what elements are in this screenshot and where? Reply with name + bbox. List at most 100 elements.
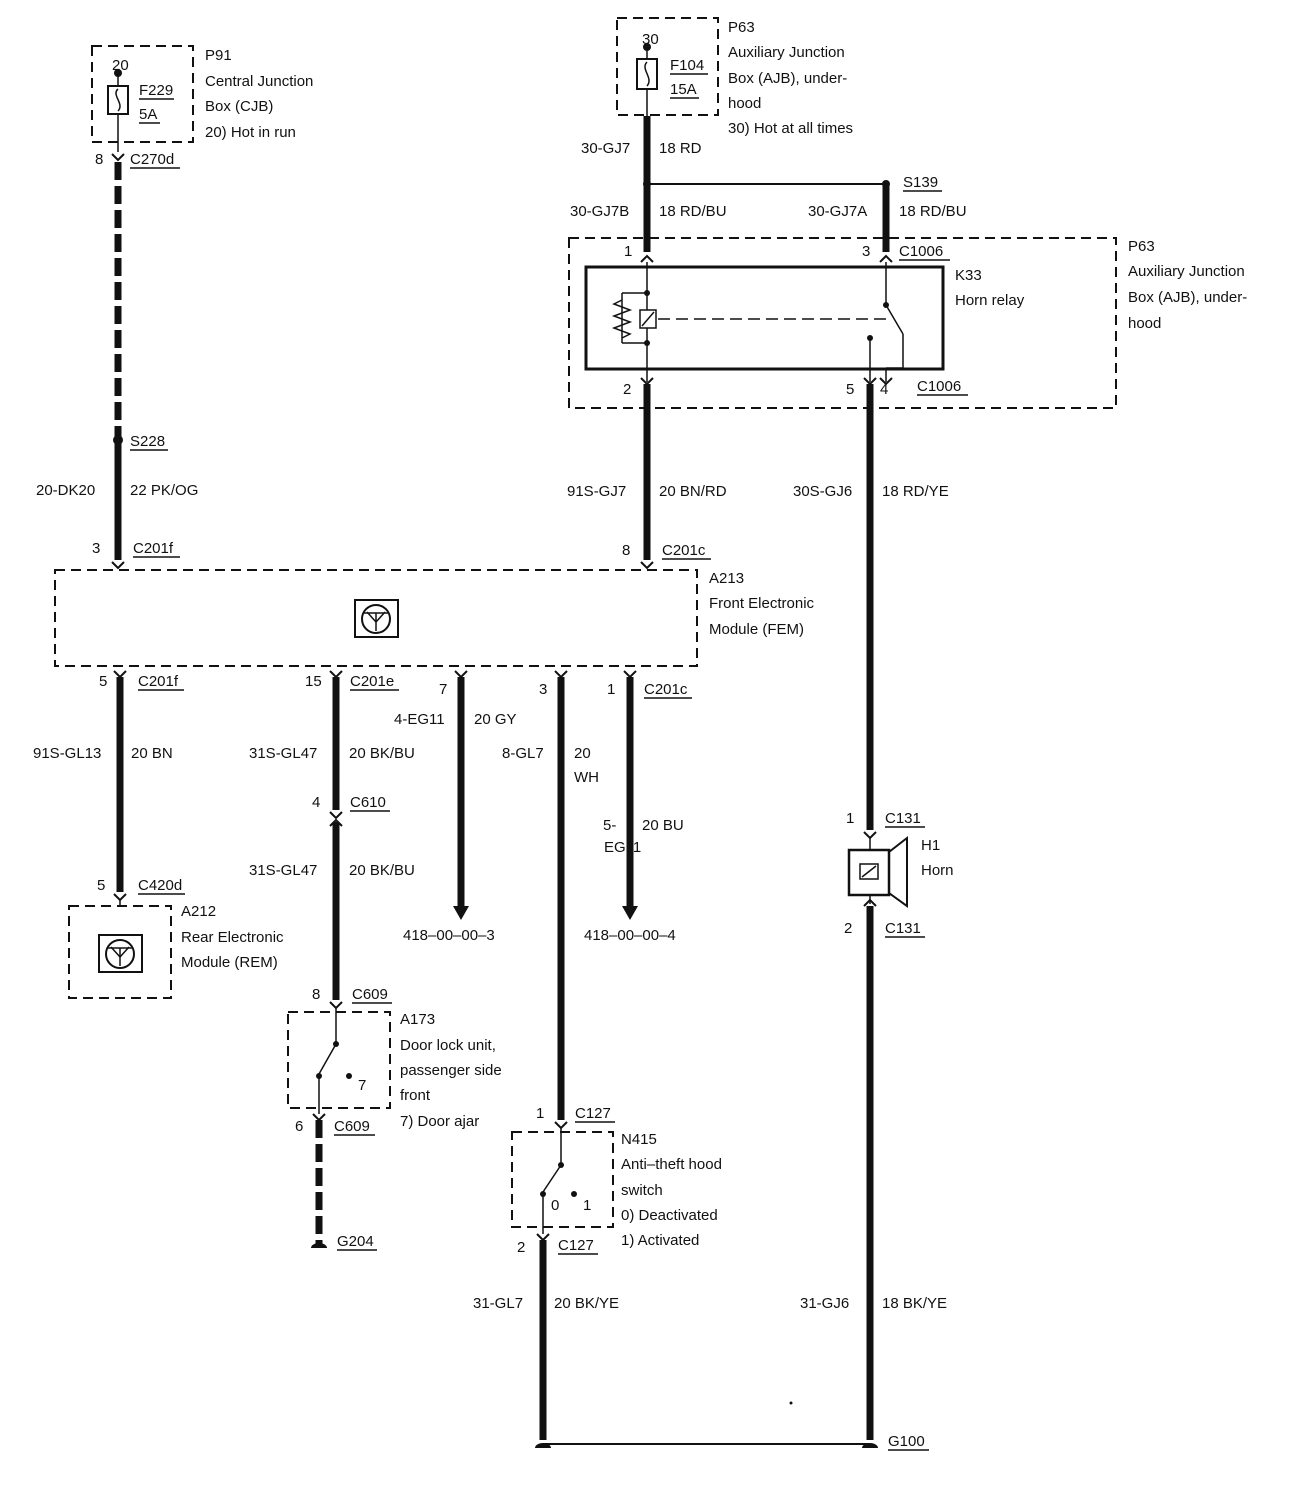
- p91-pin: 20: [112, 57, 129, 74]
- fuse-element: [115, 88, 121, 112]
- connector-c131-in: 1 C131: [846, 810, 925, 840]
- c1006-pin-2: 2: [623, 381, 631, 398]
- fem-pin-7: 7: [439, 681, 447, 698]
- arrow-418-3-icon: [453, 906, 469, 920]
- c270d-pin: 8: [95, 151, 103, 168]
- c131-out-pin: 2: [844, 920, 852, 937]
- switch-arm: [318, 1043, 337, 1075]
- p63-top-line-2: Box (AJB), under-: [728, 70, 847, 87]
- wire-31s-gl47-upper-color: 20 BK/BU: [349, 745, 415, 762]
- wire-5-eg11-circuit-1: 5-: [603, 817, 616, 834]
- n415-line-1: Anti–theft hood: [621, 1156, 722, 1173]
- c1006-pin-3: 3: [862, 243, 870, 260]
- connector-c201f-in: 3 C201f: [92, 540, 180, 570]
- wire-31s-gl47-upper-circuit: 31S-GL47: [249, 745, 317, 762]
- c131-out-name: C131: [885, 920, 921, 937]
- fuse-element: [644, 61, 650, 87]
- wire-30-gj7a-circuit: 30-GJ7A: [808, 203, 867, 220]
- horn-icon: [888, 835, 908, 908]
- wire-4-eg11-circuit: 4-EG11: [394, 711, 445, 728]
- c420d-name: C420d: [138, 877, 182, 894]
- wire-4-eg11-color: 20 GY: [474, 711, 517, 728]
- c610-name: C610: [350, 794, 386, 811]
- connector-c610: 4 C610: [312, 794, 390, 827]
- wire-30-gj7b-color: 18 RD/BU: [659, 203, 727, 220]
- splice-s139: S139: [643, 174, 942, 192]
- a173-line-1: Door lock unit,: [400, 1037, 496, 1054]
- c201f-out-name: C201f: [138, 673, 179, 690]
- c201e-pin: 15: [305, 673, 322, 690]
- ground-g100-label: G100: [888, 1433, 925, 1450]
- connector-c127-out: 2 C127: [517, 1233, 598, 1256]
- wire-8-gl7-color-2: WH: [574, 769, 599, 786]
- ground-g204: G204: [311, 1233, 377, 1251]
- connector-c201c-in: 8 C201c: [622, 542, 711, 570]
- p63-relay-line-1: Auxiliary Junction: [1128, 263, 1245, 280]
- relay-k33-body: [584, 265, 945, 371]
- ground-g204-label: G204: [337, 1233, 374, 1250]
- relay-switch-arm: [885, 304, 904, 335]
- c610-pin: 4: [312, 794, 320, 811]
- p63-top-fuse-name: F104: [670, 57, 704, 74]
- wire-30-gj7-color: 18 RD: [659, 140, 702, 157]
- a213-id: A213: [709, 570, 744, 587]
- c201f-in-name: C201f: [133, 540, 174, 557]
- arrow-418-4-icon: [622, 906, 638, 920]
- wire-30-gj7a-color: 18 RD/BU: [899, 203, 967, 220]
- h1-name: Horn: [921, 862, 954, 879]
- p63-relay-box: P63 Auxiliary Junction Box (AJB), under-…: [568, 237, 1247, 409]
- wire-30s-gj6-circuit: 30S-GJ6: [793, 483, 852, 500]
- h1-id: H1: [921, 837, 940, 854]
- c127-out-pin: 2: [517, 1239, 525, 1256]
- a213-line-1: Front Electronic: [709, 595, 815, 612]
- a173-line-2: passenger side: [400, 1062, 502, 1079]
- p63-top-pin: 30: [642, 31, 659, 48]
- wire-91s-gl13-circuit: 91S-GL13: [33, 745, 101, 762]
- c127-in-pin: 1: [536, 1105, 544, 1122]
- connector-c609-out: 6 C609: [295, 1113, 375, 1136]
- a213-line-2: Module (FEM): [709, 621, 804, 638]
- transistor-icon: [98, 934, 143, 973]
- p91-line-1: Central Junction: [205, 73, 313, 90]
- ground-g100: G100: [535, 1433, 929, 1451]
- c1006-pin-5: 5: [846, 381, 854, 398]
- wire-20-dk20-circuit: 20-DK20: [36, 482, 95, 499]
- k33-id: K33: [955, 267, 982, 284]
- c420d-pin: 5: [97, 877, 105, 894]
- switch-arm: [542, 1164, 562, 1193]
- a173-line-4: 7) Door ajar: [400, 1113, 479, 1130]
- c1006-pin-1: 1: [624, 243, 632, 260]
- n415-line-3: 0) Deactivated: [621, 1207, 718, 1224]
- a212-line-1: Rear Electronic: [181, 929, 284, 946]
- splice-s228: S228: [130, 433, 165, 450]
- c1006-pin-4: 4: [880, 381, 888, 398]
- c270d-name: C270d: [130, 151, 174, 168]
- module-a213-fem: A213 Front Electronic Module (FEM): [54, 569, 815, 679]
- c127-out-name: C127: [558, 1237, 594, 1254]
- p63-top-line-3: hood: [728, 95, 761, 112]
- relay-resistor-icon: [611, 299, 633, 339]
- transistor-icon: [354, 599, 399, 638]
- horn-h1: H1 Horn: [847, 835, 954, 908]
- c1006-bottom-name: C1006: [917, 378, 961, 395]
- c201e-name: C201e: [350, 673, 394, 690]
- c131-in-pin: 1: [846, 810, 854, 827]
- connector-c270d: 8 C270d: [95, 151, 180, 169]
- n415-id: N415: [621, 1131, 657, 1148]
- wire-30-gj7b-circuit: 30-GJ7B: [570, 203, 629, 220]
- n415-pos-0: 0: [551, 1197, 559, 1214]
- c201f-out-pin: 5: [99, 673, 107, 690]
- wire-8-gl7-circuit: 8-GL7: [502, 745, 544, 762]
- c609-out-pin: 6: [295, 1118, 303, 1135]
- wire-91s-gj7-color: 20 BN/RD: [659, 483, 727, 500]
- a212-id: A212: [181, 903, 216, 920]
- wire-8-gl7-color-1: 20: [574, 745, 591, 762]
- ref-418-00-00-3: 418–00–00–3: [403, 927, 495, 944]
- wire-30-gj7-circuit: 30-GJ7: [581, 140, 630, 157]
- p63-top-fuse-rating: 15A: [670, 81, 697, 98]
- wire-5-eg11-color: 20 BU: [642, 817, 684, 834]
- c609-in-name: C609: [352, 986, 388, 1003]
- p91-junction-box: 20 F229 5A P91 Central Junction Box (CJB…: [91, 45, 313, 152]
- wire-30s-gj6-color: 18 RD/YE: [882, 483, 949, 500]
- p63-top-line-4: 30) Hot at all times: [728, 120, 853, 137]
